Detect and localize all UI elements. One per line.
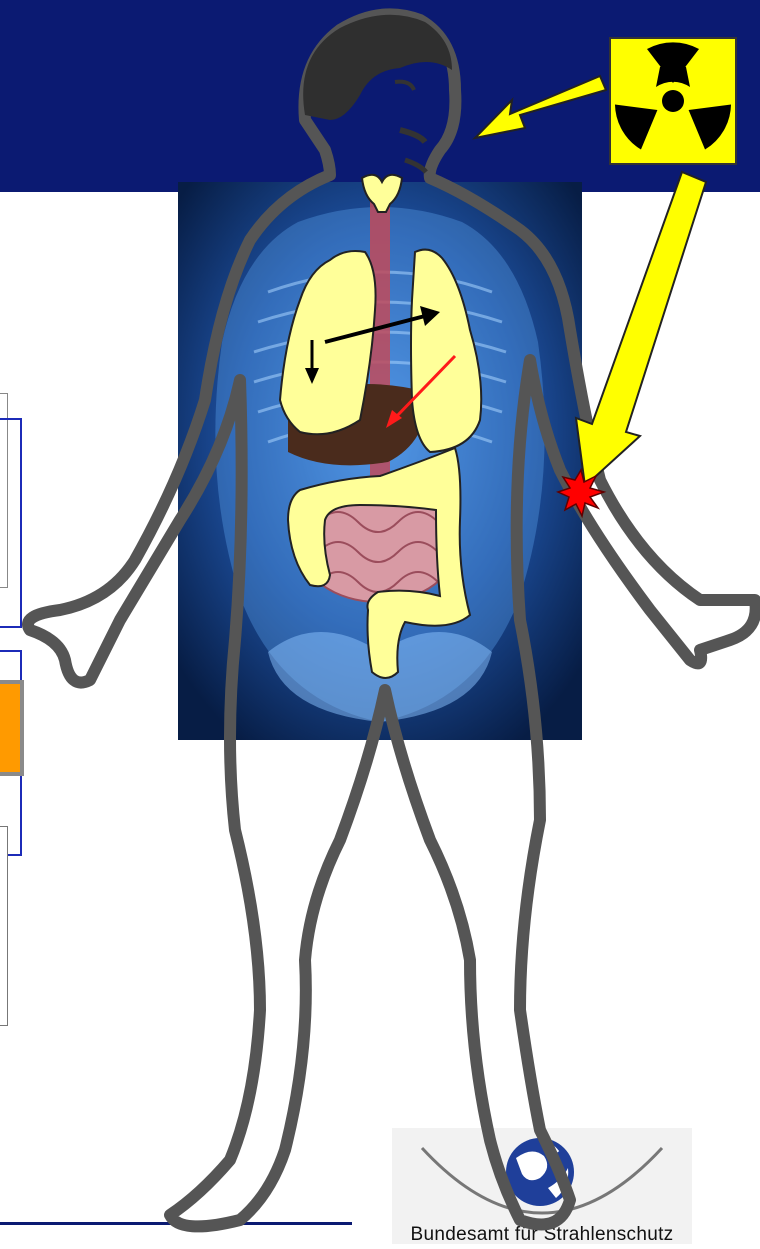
radiation-trefoil-icon	[609, 38, 737, 164]
